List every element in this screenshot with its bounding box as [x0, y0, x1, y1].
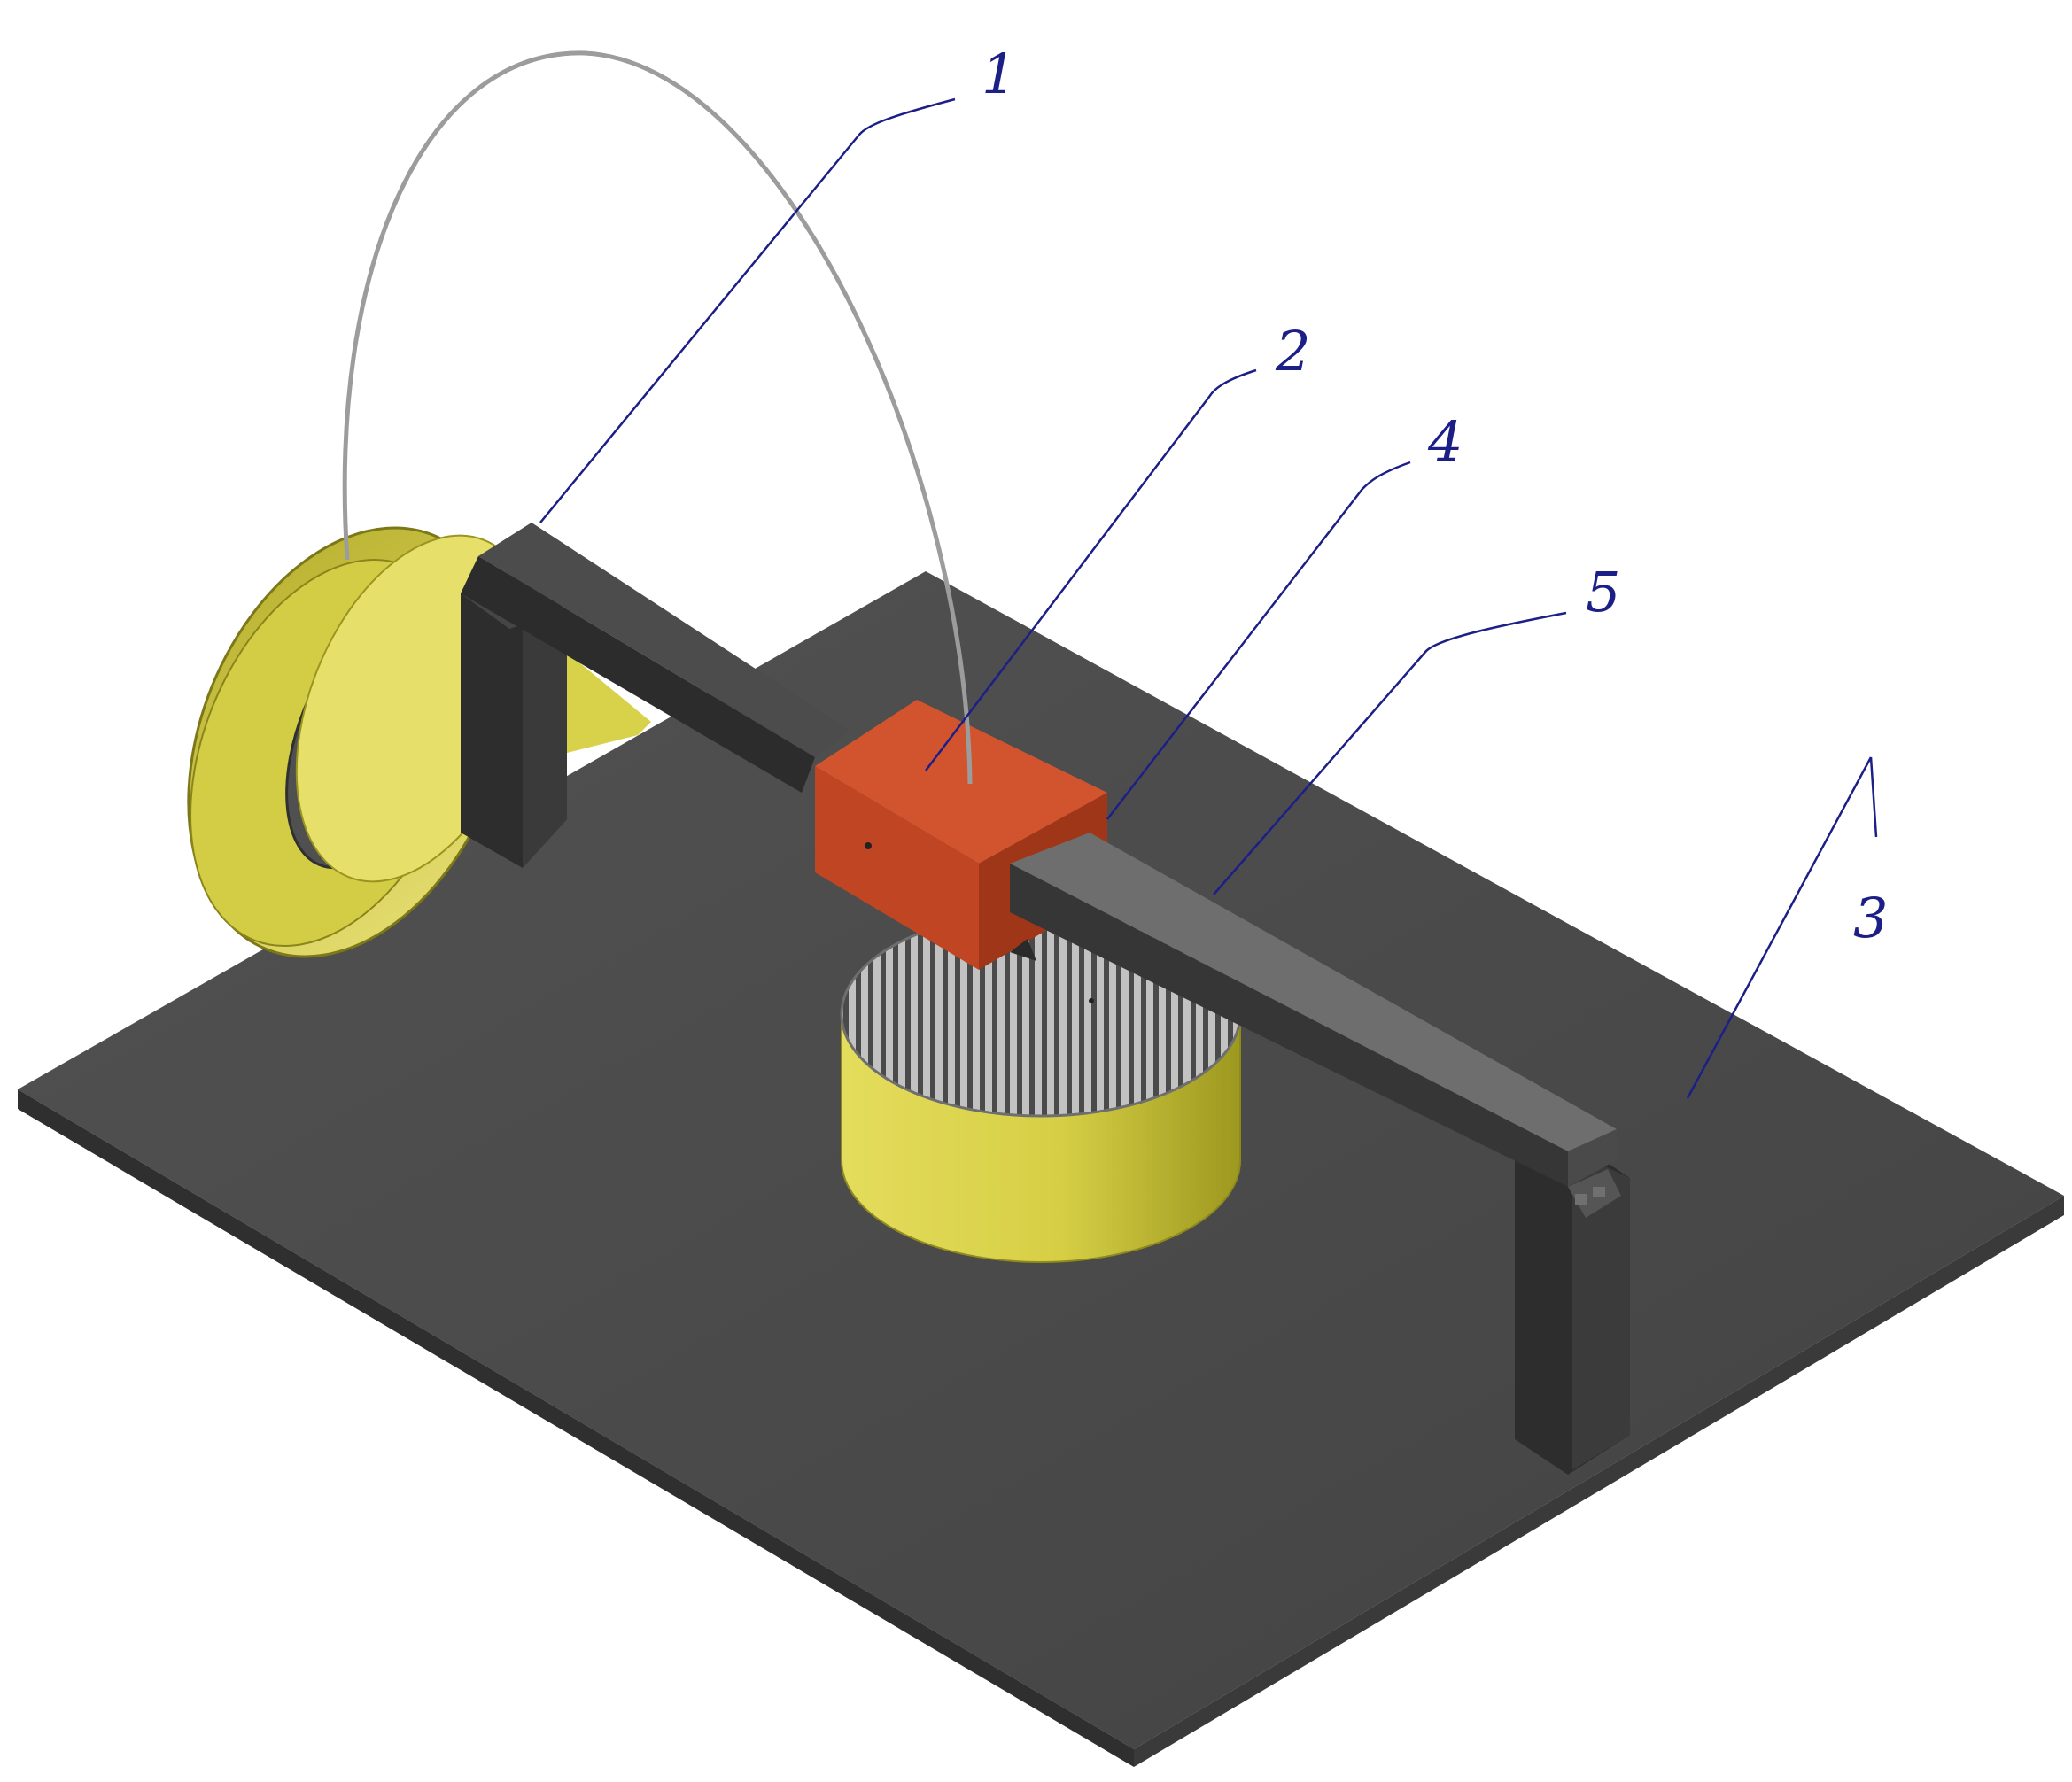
callout-3: 3: [1853, 886, 1888, 950]
spool-flange-back-piece: [549, 638, 651, 753]
callout-1: 1: [982, 42, 1016, 106]
beam-front: [1010, 833, 1617, 1187]
callout-5: 5: [1586, 560, 1620, 624]
leader-line-2: [925, 368, 1257, 771]
callout-2: 2: [1275, 319, 1310, 384]
nozzle-tip: [1010, 939, 1036, 961]
print-head-top: [815, 700, 1107, 864]
leader-lines: [539, 97, 1878, 1099]
leader-line-1: [539, 97, 956, 523]
leader-line-4: [1106, 461, 1411, 820]
base-plate-front-edge: [18, 1089, 1134, 1767]
base-plate-right-edge: [1134, 1196, 2064, 1767]
callout-4: 4: [1427, 409, 1463, 474]
callout-labels: 1 2 4 5 3: [982, 42, 1888, 950]
leader-line-3: [1686, 756, 1878, 1099]
frame-right-upright: [1515, 1143, 1630, 1475]
print-head-front: [815, 766, 979, 970]
beam-rear: [461, 523, 850, 793]
leader-line-5: [1213, 611, 1567, 895]
filament-strand: [342, 50, 973, 785]
